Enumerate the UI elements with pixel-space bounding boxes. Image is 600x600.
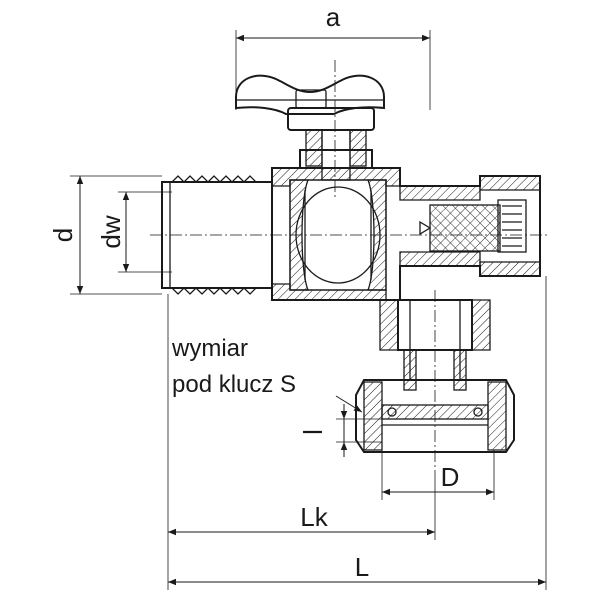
- dim-label-L: L: [355, 552, 369, 582]
- wrench-size-note: wymiar pod klucz S: [171, 335, 363, 413]
- dim-label-a: a: [326, 2, 341, 32]
- valve-body: [161, 167, 541, 301]
- dimension-d: d: [48, 175, 162, 295]
- dimension-D: D: [381, 450, 495, 500]
- dim-label-dw: dw: [96, 215, 126, 248]
- dimension-dw: dw: [96, 191, 172, 273]
- dimension-a: a: [235, 2, 431, 110]
- note-line-2: pod klucz S: [172, 371, 296, 398]
- note-line-1: wymiar: [171, 335, 248, 362]
- dimension-Lk: Lk: [167, 294, 436, 590]
- dim-label-Lk: Lk: [300, 502, 328, 532]
- outlet-branch: [355, 290, 515, 470]
- dimension-l: l: [298, 404, 382, 457]
- dim-label-d: d: [48, 228, 78, 242]
- dim-label-D: D: [441, 462, 460, 492]
- inlet-thread: [171, 175, 257, 295]
- dimension-L: L: [168, 276, 547, 590]
- dim-label-l: l: [298, 429, 328, 435]
